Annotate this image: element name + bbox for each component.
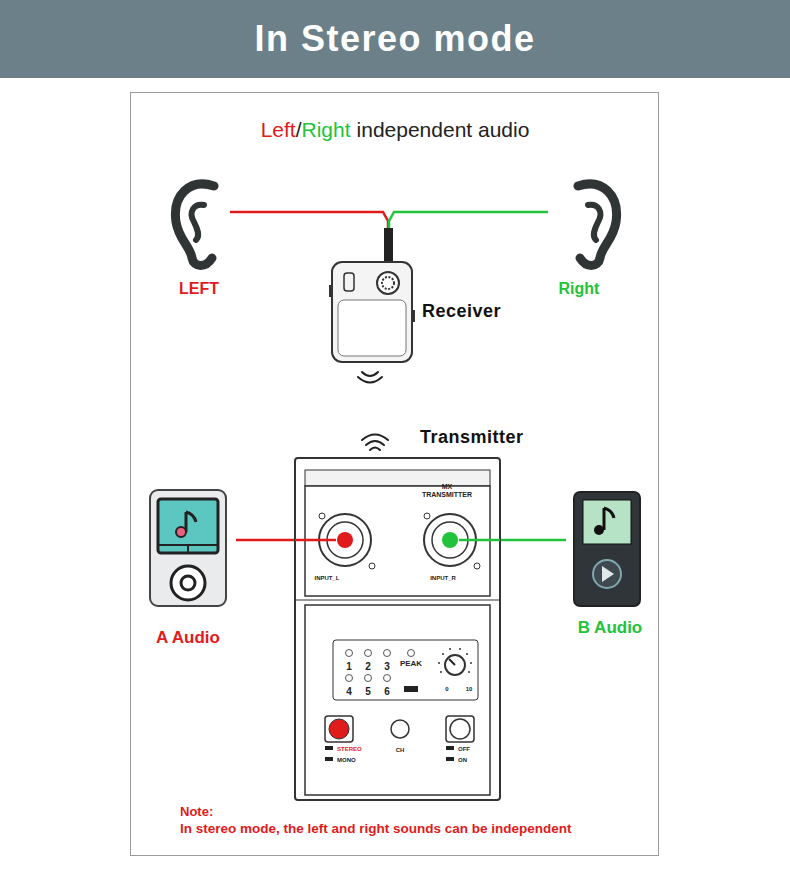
transmitter-housing xyxy=(295,458,500,800)
device-label: B Audio xyxy=(578,619,643,638)
device-node: Right xyxy=(548,178,610,298)
label: ON xyxy=(458,757,467,764)
device-label: A Audio xyxy=(156,629,220,648)
label: 3 xyxy=(384,661,390,672)
device-node: B Audio xyxy=(566,488,654,638)
device-node: A Audio xyxy=(140,488,236,648)
device-node: Receiver xyxy=(332,262,412,362)
label: INPUT_R xyxy=(430,575,456,582)
input-dot xyxy=(442,532,458,548)
device-label: LEFT xyxy=(179,280,219,298)
input-dot xyxy=(337,532,353,548)
label: 6 xyxy=(384,686,390,697)
audio-wire xyxy=(230,212,388,262)
audio-player-a xyxy=(150,490,226,606)
label: 2 xyxy=(365,661,371,672)
wire xyxy=(295,539,336,542)
label: 10 xyxy=(466,686,473,693)
knob-pointer xyxy=(449,659,455,665)
device-node: LEFT xyxy=(168,178,230,298)
left-ear xyxy=(175,184,214,265)
audio-wire xyxy=(389,212,548,262)
subtitle-line: Left/Right independent audio xyxy=(261,118,530,141)
label: MONO xyxy=(337,757,356,764)
label: MX TRANSMITTER xyxy=(419,483,475,498)
knob-scale xyxy=(438,648,472,673)
wire xyxy=(459,539,500,542)
label: INPUT_L xyxy=(314,575,339,582)
subtitle-part: independent audio xyxy=(357,118,530,141)
receiver-device xyxy=(329,262,415,362)
audio-player-b xyxy=(574,492,640,606)
audio-wire xyxy=(500,539,566,542)
device-label: Receiver xyxy=(422,302,501,322)
subtitle-part: Right xyxy=(302,118,351,141)
button xyxy=(325,716,474,761)
wireless-symbol xyxy=(358,372,388,450)
label: 5 xyxy=(365,686,371,697)
label: CH xyxy=(396,747,405,754)
audio-wire xyxy=(236,539,295,542)
label: 1 xyxy=(346,661,352,672)
subtitle-part: Left xyxy=(261,118,296,141)
label: 4 xyxy=(346,686,352,697)
label: In stereo mode, the left and right sound… xyxy=(180,822,572,837)
right-ear xyxy=(578,184,617,265)
label: Note: xyxy=(180,805,213,819)
label: PEAK xyxy=(400,660,422,669)
device-label: Right xyxy=(559,280,600,298)
battery-icon xyxy=(404,686,418,692)
subtitle-part: / xyxy=(296,118,302,141)
plug xyxy=(384,228,393,262)
label: STEREO xyxy=(337,746,362,753)
label: 0 xyxy=(445,686,448,693)
label: OFF xyxy=(458,746,470,753)
device-label: Transmitter xyxy=(420,428,524,448)
title: In Stereo mode xyxy=(254,19,535,59)
